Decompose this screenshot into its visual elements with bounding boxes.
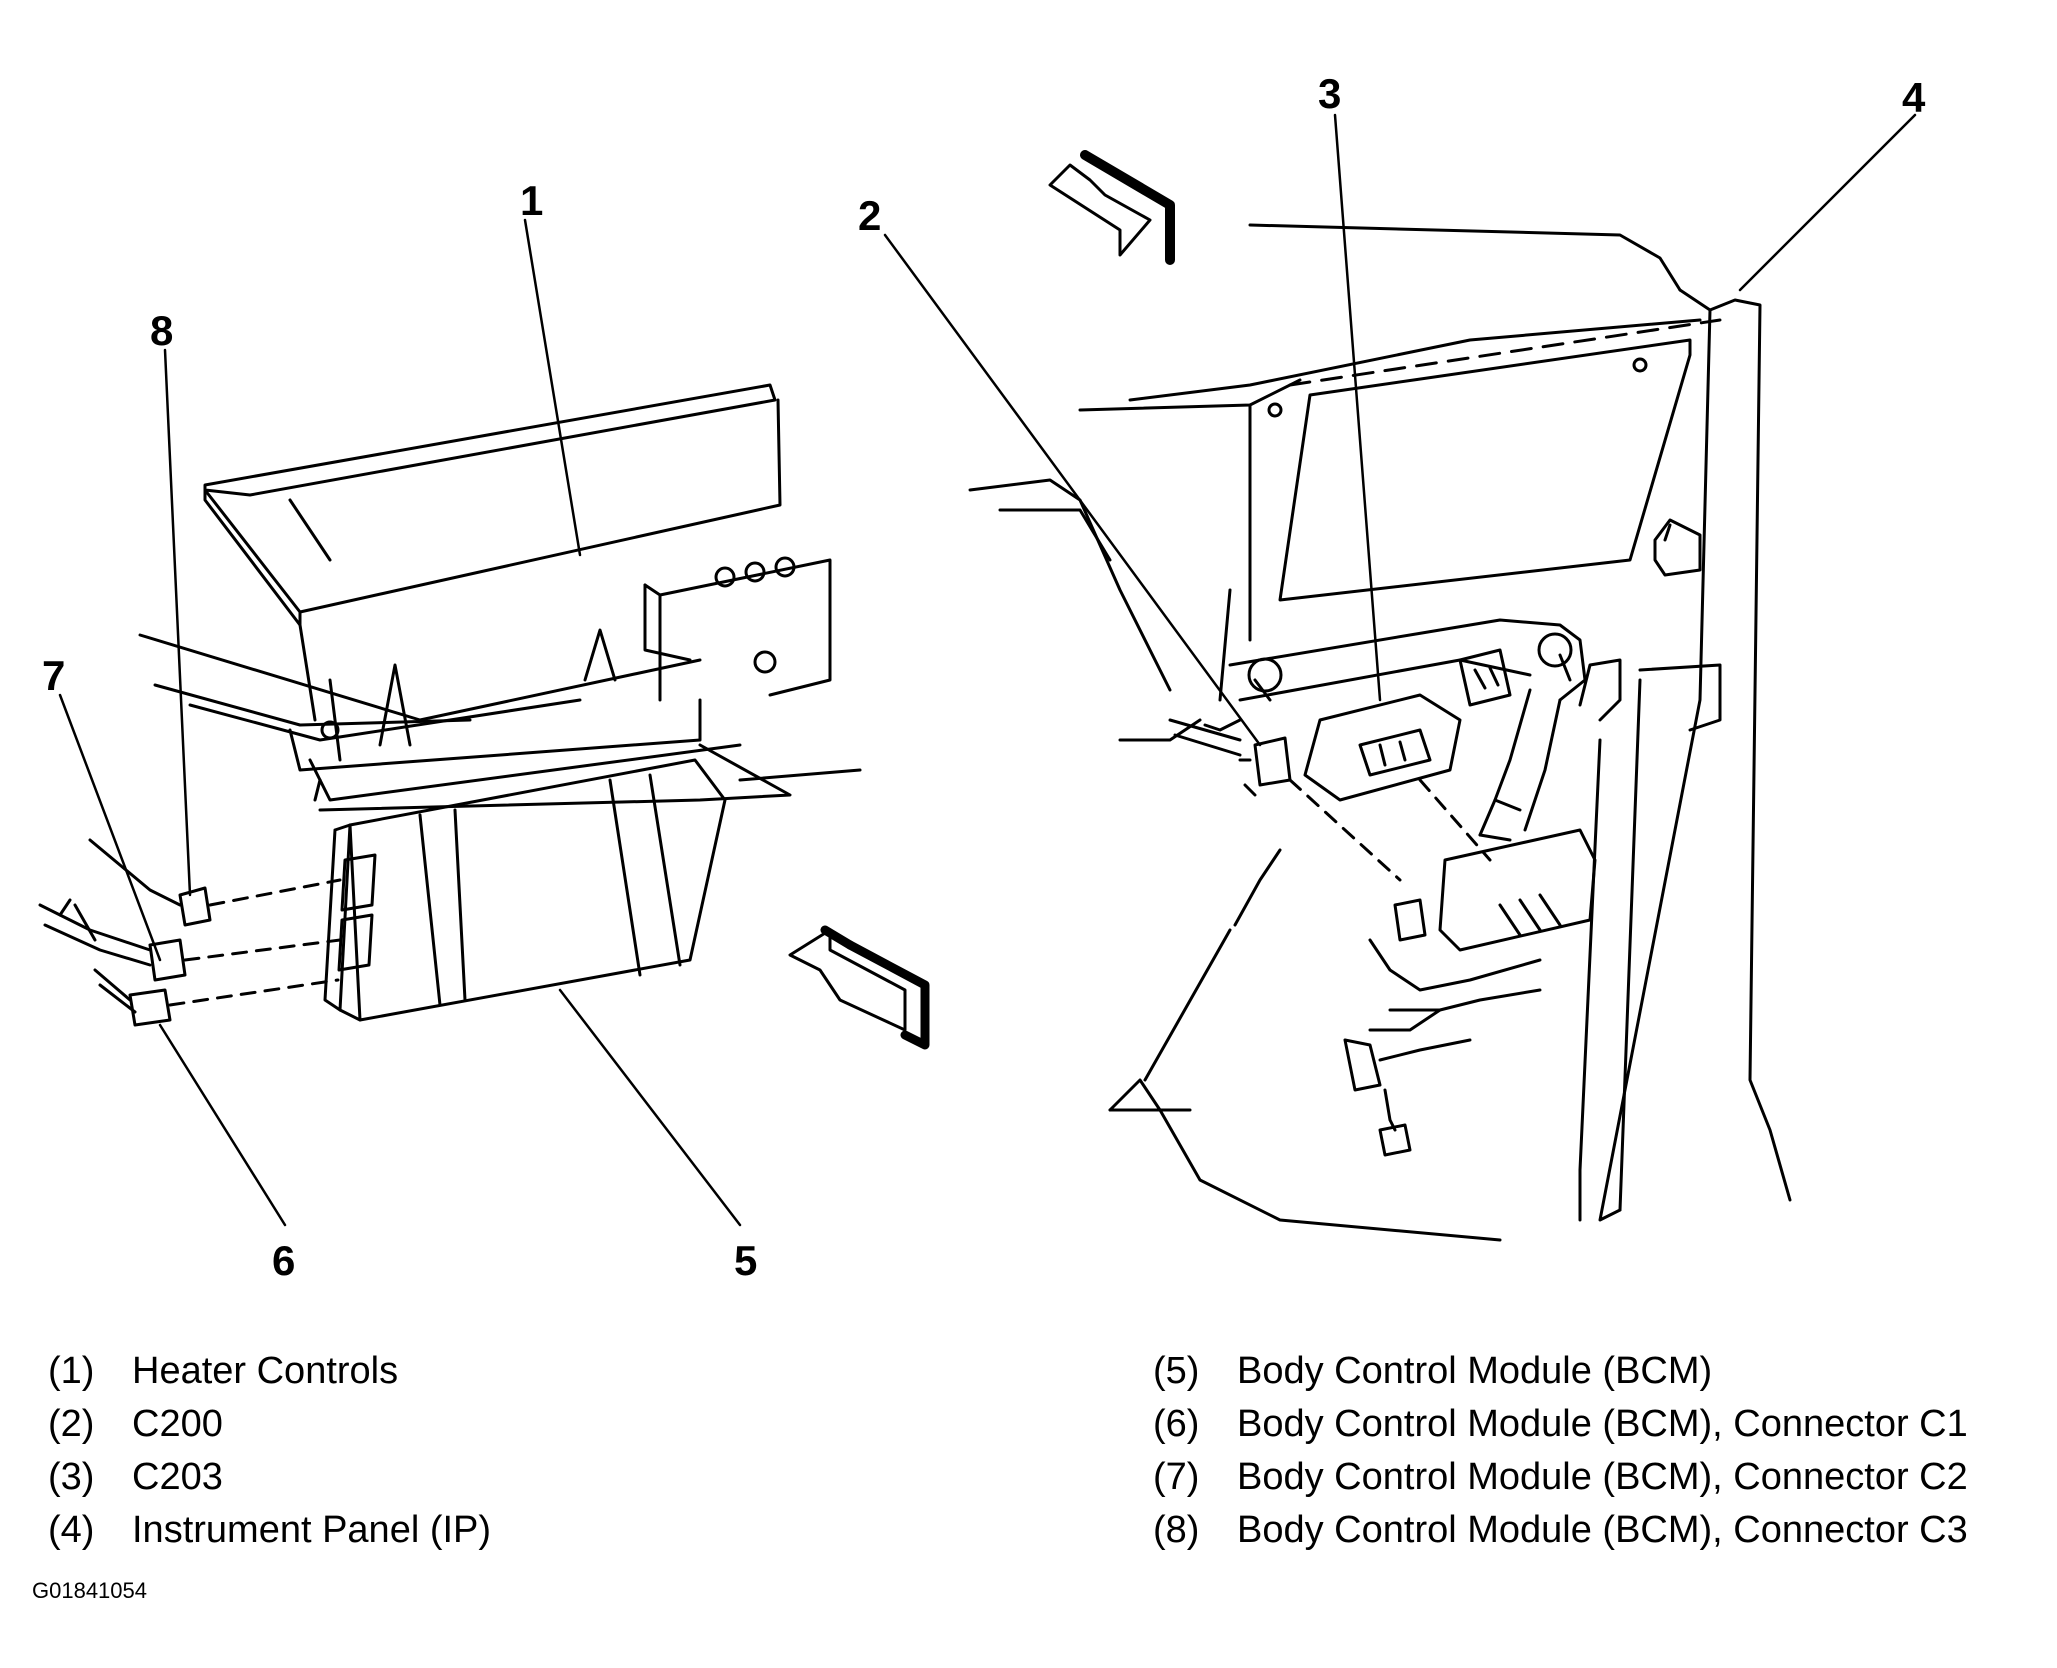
callout-3: 3 xyxy=(1318,70,1341,117)
legend-label: Heater Controls xyxy=(132,1350,399,1392)
legend-label: Body Control Module (BCM), Connector C3 xyxy=(1237,1509,1968,1551)
leader-line-4 xyxy=(1738,113,1917,292)
callout-8: 8 xyxy=(150,307,173,354)
direction-arrow-left xyxy=(788,925,930,1050)
leader-line-2 xyxy=(883,233,1262,747)
legend-item-6: (6) Body Control Module (BCM), Connector… xyxy=(1153,1398,1968,1451)
legend-label: Instrument Panel (IP) xyxy=(132,1509,492,1551)
bcm-mounting-bracket xyxy=(1203,618,1622,842)
callout-6: 6 xyxy=(272,1237,295,1284)
legend-number: (4) xyxy=(48,1509,95,1551)
legend-right-column: (5) Body Control Module (BCM) (6) Body C… xyxy=(1153,1345,1968,1557)
legend-label: C203 xyxy=(132,1456,223,1498)
legend-number: (3) xyxy=(48,1456,95,1498)
leader-line-3 xyxy=(1333,113,1382,702)
harness-connector-block xyxy=(1288,778,1597,1157)
callout-1: 1 xyxy=(520,177,543,224)
legend-left-column: (1) Heater Controls (2) C200 (3) C203 (4… xyxy=(48,1345,491,1557)
leader-line-8 xyxy=(163,348,192,897)
legend-item-1: (1) Heater Controls xyxy=(48,1345,491,1398)
legend-item-8: (8) Body Control Module (BCM), Connector… xyxy=(1153,1504,1968,1557)
legend-number: (1) xyxy=(48,1350,95,1392)
legend-label: Body Control Module (BCM) xyxy=(1237,1350,1713,1392)
c200-connector xyxy=(1168,718,1292,797)
legend-label: Body Control Module (BCM), Connector C2 xyxy=(1237,1456,1968,1498)
c203-connector xyxy=(1303,693,1462,802)
leader-line-7 xyxy=(58,693,162,962)
legend-number: (2) xyxy=(48,1403,95,1445)
legend-number: (5) xyxy=(1153,1350,1200,1392)
legend-item-2: (2) C200 xyxy=(48,1398,491,1451)
leader-lines xyxy=(58,113,1917,1227)
legend-item-3: (3) C203 xyxy=(48,1451,491,1504)
legend-item-7: (7) Body Control Module (BCM), Connector… xyxy=(1153,1451,1968,1504)
legend-number: (6) xyxy=(1153,1403,1200,1445)
legend-item-4: (4) Instrument Panel (IP) xyxy=(48,1504,491,1557)
bcm-connectors-c1-c2-c3 xyxy=(38,838,342,1027)
callout-4: 4 xyxy=(1902,74,1926,121)
figure-id: G01841054 xyxy=(32,1578,147,1603)
legend-label: C200 xyxy=(132,1403,223,1445)
legend-number: (8) xyxy=(1153,1509,1200,1551)
body-control-module xyxy=(323,758,727,1022)
callout-2: 2 xyxy=(858,192,881,239)
legend-item-5: (5) Body Control Module (BCM) xyxy=(1153,1345,1968,1398)
heater-controls-assembly xyxy=(138,383,862,812)
legend-number: (7) xyxy=(1153,1456,1200,1498)
leader-line-5 xyxy=(558,988,742,1227)
callout-5: 5 xyxy=(734,1237,757,1284)
legend-label: Body Control Module (BCM), Connector C1 xyxy=(1237,1403,1968,1445)
leader-line-6 xyxy=(158,1023,287,1227)
callout-7: 7 xyxy=(42,652,65,699)
leader-line-1 xyxy=(523,218,582,557)
